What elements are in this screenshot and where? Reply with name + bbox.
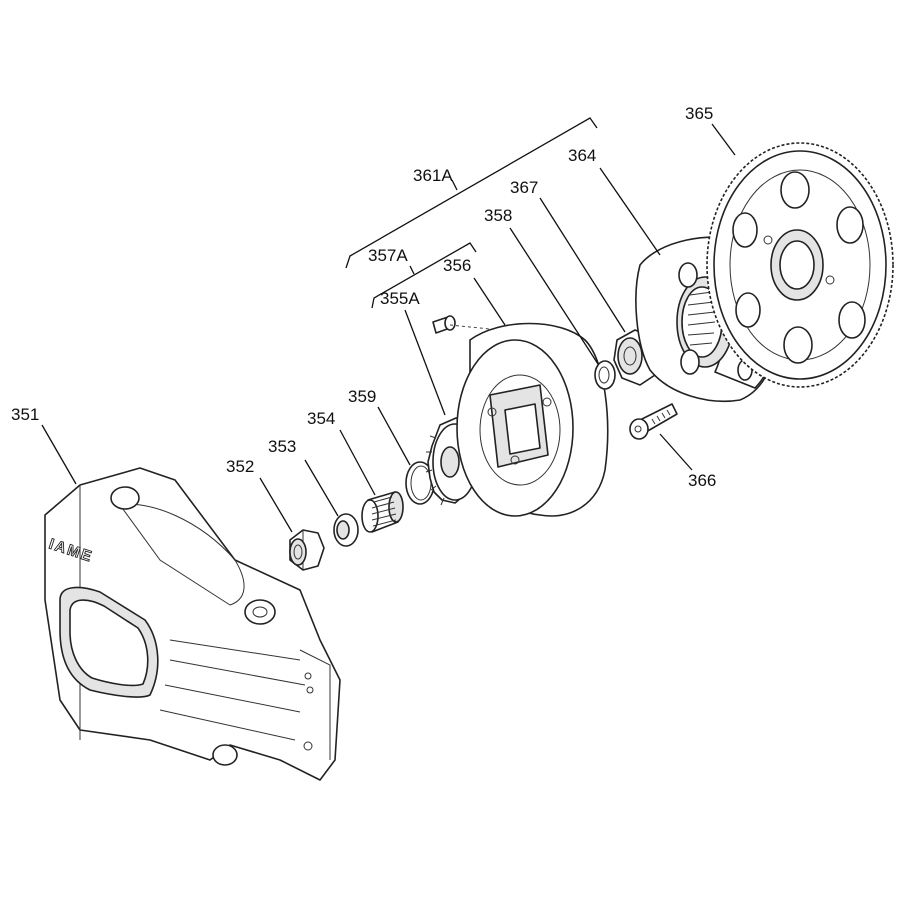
leader-355A: [404, 309, 446, 416]
bracket-357A: [371, 242, 477, 309]
label-357A: 357A: [368, 246, 408, 265]
bolt-part-366: [629, 403, 678, 440]
bracket-357A-tick: [409, 265, 415, 275]
label-359: 359: [348, 387, 376, 406]
label-366: 366: [688, 471, 716, 490]
label-358: 358: [484, 206, 512, 225]
nut-part-352: [289, 529, 325, 571]
leader-353: [304, 459, 339, 517]
label-355A: 355A: [380, 289, 420, 308]
ring-gear-part-365: [706, 142, 894, 388]
label-356: 356: [443, 256, 471, 275]
leader-366: [659, 433, 693, 471]
leader-358: [509, 227, 599, 365]
label-353: 353: [268, 437, 296, 456]
bracket-361A-tick: [451, 179, 458, 191]
part-labels: 351 352 353 354 359 355A 357A 356 361A 3…: [11, 104, 716, 490]
bracket-361A: [345, 117, 598, 269]
label-354: 354: [307, 409, 335, 428]
leader-367: [539, 197, 626, 333]
screw-small: [432, 315, 501, 334]
leader-lines: [41, 117, 736, 533]
label-352: 352: [226, 457, 254, 476]
leader-356: [473, 277, 506, 326]
label-351: 351: [11, 405, 39, 424]
needle-bearing-part-354: [361, 491, 404, 533]
label-364: 364: [568, 146, 596, 165]
leader-364: [599, 167, 661, 256]
leader-354: [339, 429, 376, 496]
leader-365: [711, 123, 736, 156]
clutch-cover-part-351: IAME: [44, 467, 341, 781]
washer-part-358: [594, 360, 616, 390]
label-367: 367: [510, 178, 538, 197]
label-361A: 361A: [413, 166, 453, 185]
clutch-drum-part-356: [456, 322, 609, 517]
leader-359: [377, 406, 411, 466]
leader-352: [259, 477, 293, 533]
washer-part-353: [333, 513, 359, 547]
leader-351: [41, 424, 77, 485]
label-365: 365: [685, 104, 713, 123]
